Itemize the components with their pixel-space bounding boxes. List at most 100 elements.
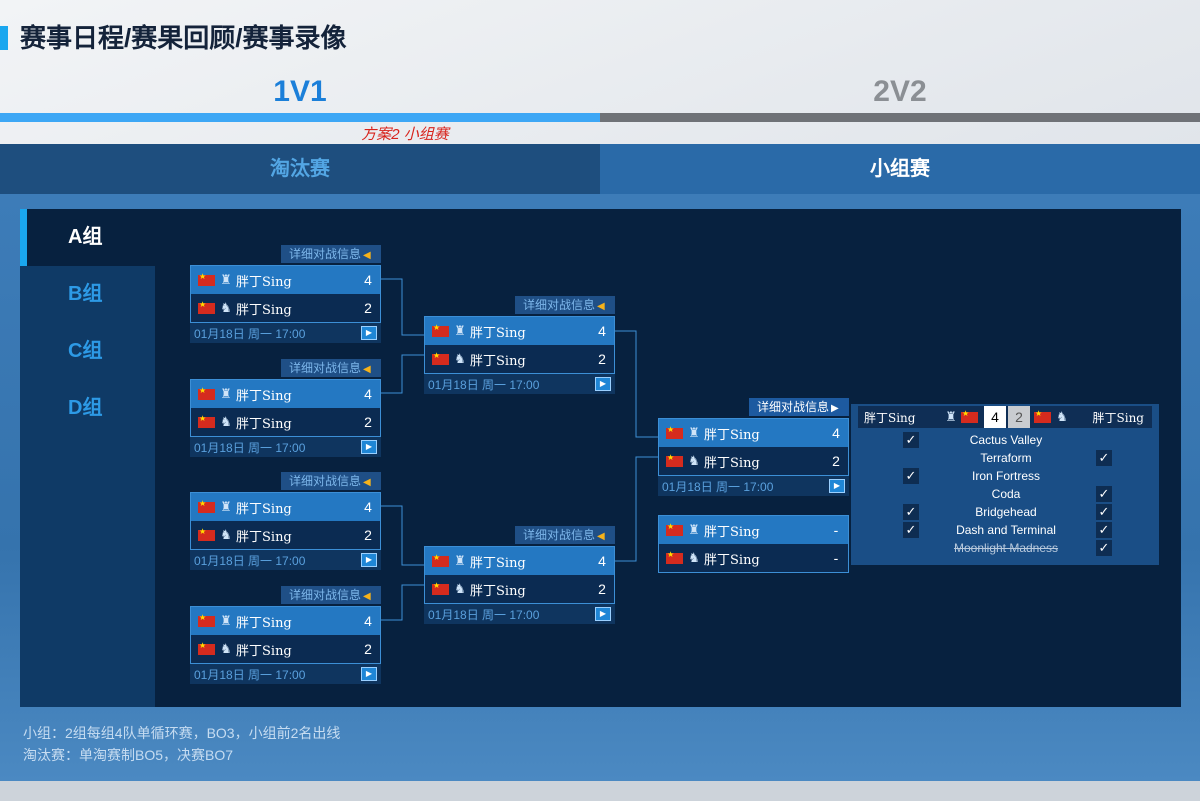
match-detail-link[interactable]: 详细对战信息◀ [281,245,381,263]
zerg-icon: ♞ [220,641,232,657]
player-name: 胖丁Sing [236,416,292,432]
match-detail-label: 详细对战信息 [523,298,596,312]
play-icon[interactable]: ▶ [829,479,845,493]
detail-player2-name: 胖丁Sing [1092,410,1144,425]
player-name: 胖丁Sing [236,615,292,631]
checkmark-icon: ✓ [1096,504,1112,520]
checkmark-icon: ✓ [1096,486,1112,502]
china-flag-icon [666,550,683,564]
player-name: 胖丁Sing [704,455,760,471]
protoss-icon: ♜ [688,522,700,538]
protoss-icon: ♜ [220,499,232,515]
player-name: 胖丁Sing [470,325,526,341]
plan-note: 方案2 小组赛 [361,126,449,143]
china-flag-icon [198,414,215,428]
sidebar-item-group-d[interactable]: D组 [20,380,155,437]
china-flag-icon [432,553,449,567]
player-name: 胖丁Sing [470,583,526,599]
tab-knockout[interactable]: 淘汰赛 [0,144,600,194]
arrow-right-icon: ▶ [831,403,839,414]
checkmark-icon: ✓ [1096,522,1112,538]
match-detail-link[interactable]: 详细对战信息◀ [515,526,615,544]
player-row[interactable]: ♞胖丁Sing 2 [191,635,380,663]
zerg-icon: ♞ [454,581,466,597]
china-flag-icon [198,613,215,627]
checkmark-icon: ✓ [1096,450,1112,466]
map-row: Moonlight Madness ✓ [851,539,1159,557]
map-row: Terraform ✓ [851,449,1159,467]
tab-2v2[interactable]: 2V2 [600,72,1200,122]
player-score: 4 [598,553,606,569]
match-detail-label: 详细对战信息 [289,588,362,602]
player-name: 胖丁Sing [704,524,760,540]
match-detail-link[interactable]: 详细对战信息▶ [749,398,849,416]
player-score: 2 [598,581,606,597]
china-flag-icon [198,527,215,541]
map-row: ✓Cactus Valley [851,431,1159,449]
play-icon[interactable]: ▶ [595,377,611,391]
checkmark-icon: ✓ [903,468,919,484]
match-date: 01月18日 周一 17:00 [194,326,306,341]
map-name: Terraform [980,451,1032,465]
match-detail-link[interactable]: 详细对战信息◀ [281,359,381,377]
arrow-left-icon: ◀ [363,477,371,488]
match-detail-popover: 胖丁Sing ♜ 4 2 ♞ 胖丁Sing ✓Cactus ValleyTerr… [851,404,1159,565]
player-name: 胖丁Sing [470,555,526,571]
detail-player1-name: 胖丁Sing [864,410,916,425]
sidebar-item-group-c[interactable]: C组 [20,323,155,380]
china-flag-icon [432,351,449,365]
china-flag-icon [198,386,215,400]
map-name: Dash and Terminal [956,523,1056,537]
play-icon[interactable]: ▶ [361,440,377,454]
player-name: 胖丁Sing [236,274,292,290]
match-detail-link[interactable]: 详细对战信息◀ [281,586,381,604]
player-row[interactable]: ♞胖丁Sing 2 [425,575,614,603]
tab-group-stage[interactable]: 小组赛 [600,144,1200,194]
player-score: 4 [364,386,372,402]
tab-1v1[interactable]: 1V1 [0,72,600,122]
play-icon[interactable]: ▶ [595,607,611,621]
map-name: Cactus Valley [969,433,1043,447]
sidebar-item-group-a[interactable]: A组 [20,209,155,266]
match-detail-link[interactable]: 详细对战信息◀ [281,472,381,490]
play-icon[interactable]: ▶ [361,667,377,681]
arrow-left-icon: ◀ [597,531,605,542]
player-score: 4 [832,425,840,441]
detail-score1: 4 [984,406,1006,428]
match-date: 01月18日 周一 17:00 [194,667,306,682]
map-name: Moonlight Madness [953,541,1059,555]
bracket-lines [381,278,658,621]
match-detail-link[interactable]: 详细对战信息◀ [515,296,615,314]
player-row[interactable]: ♜胖丁Sing- [659,516,848,544]
play-icon[interactable]: ▶ [361,326,377,340]
checkmark-icon: ✓ [1096,540,1112,556]
player-score: 2 [364,641,372,657]
rules-text: 小组：2组每组4队单循环赛，BO3，小组前2名出线 淘汰赛：单淘赛制BO5，决赛… [23,722,340,766]
player-score: 4 [364,613,372,629]
protoss-icon: ♜ [688,425,700,441]
player-score: 4 [364,499,372,515]
map-name: Bridgehead [975,505,1037,519]
play-icon[interactable]: ▶ [361,553,377,567]
match-detail-label: 详细对战信息 [289,474,362,488]
player-name: 胖丁Sing [704,552,760,568]
china-flag-icon [198,499,215,513]
sidebar-item-group-b[interactable]: B组 [20,266,155,323]
player-score: 2 [832,453,840,469]
player-row[interactable]: ♞胖丁Sing- [659,544,848,572]
player-name: 胖丁Sing [236,643,292,659]
